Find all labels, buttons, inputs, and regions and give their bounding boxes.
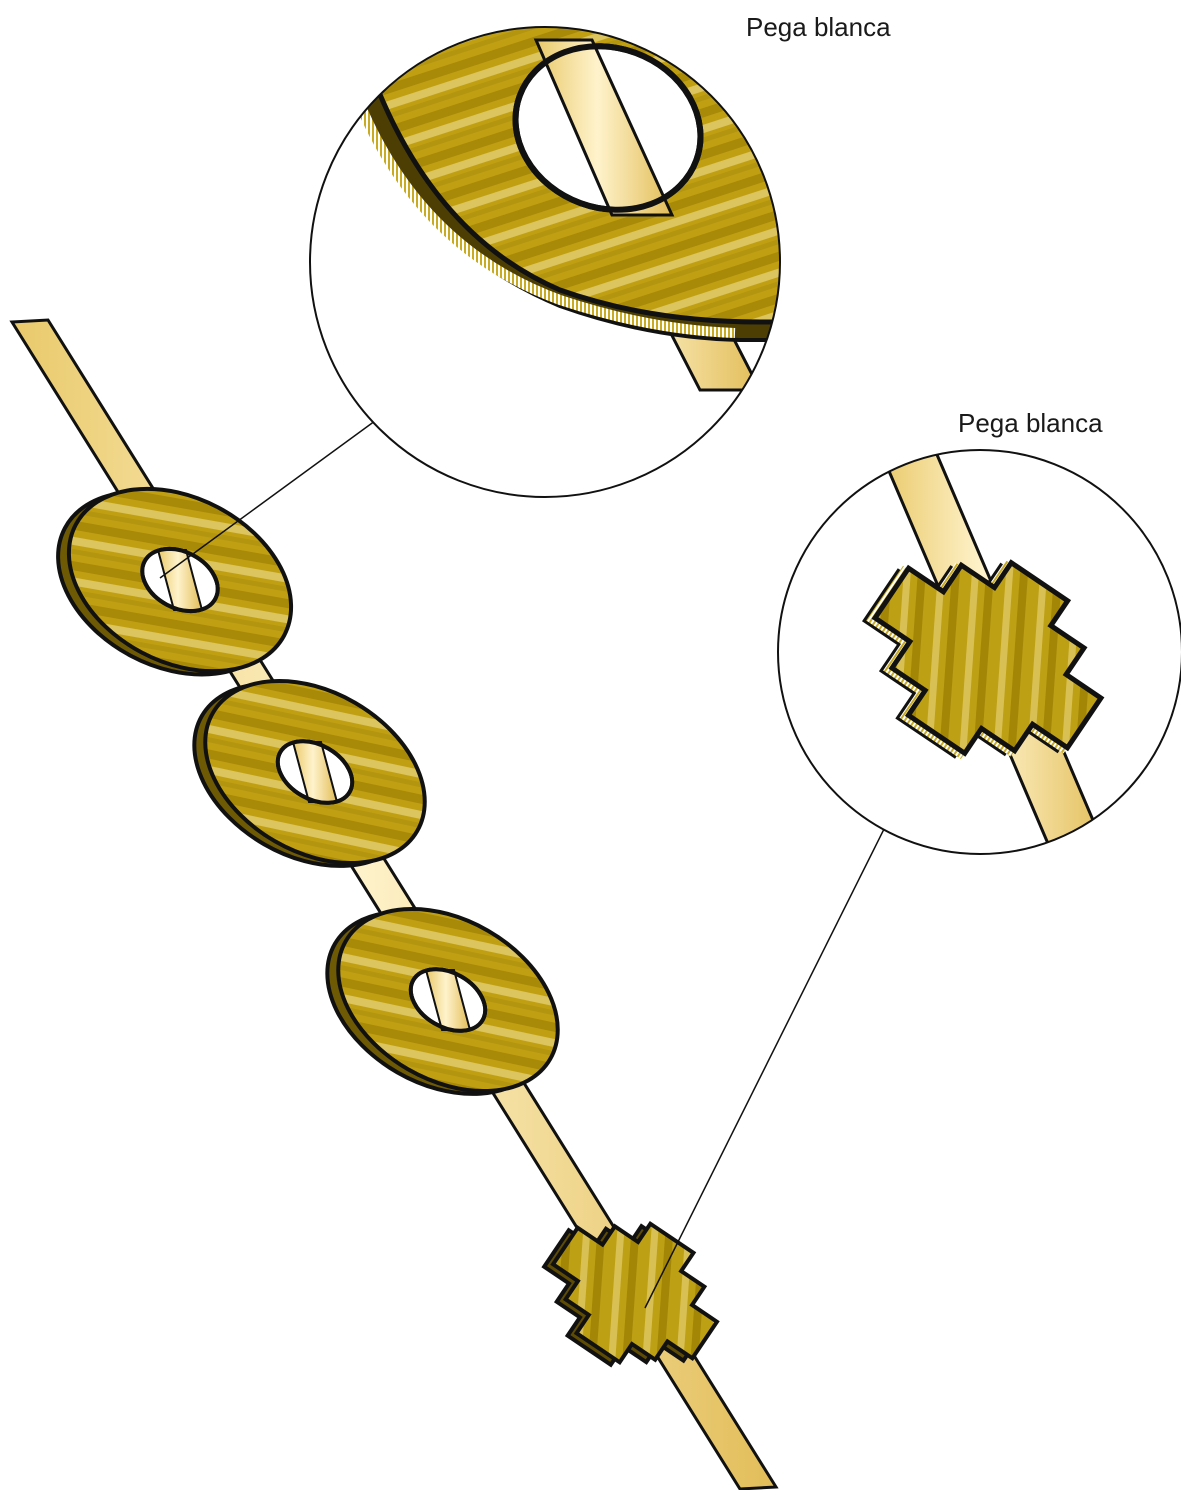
magnified-view-washer [309,26,781,498]
magnified-view-cross [777,449,1181,855]
glue-callout-label-top: Pega blanca [746,12,891,42]
cross-piece [541,1220,720,1368]
glue-callout-label-right: Pega blanca [958,408,1103,438]
washer-2 [192,679,427,868]
leader-line-right [644,806,896,1309]
leader-lines [159,409,896,1309]
washer-3 [325,907,560,1096]
washer-1 [56,486,294,677]
leader-line-top [159,409,391,579]
